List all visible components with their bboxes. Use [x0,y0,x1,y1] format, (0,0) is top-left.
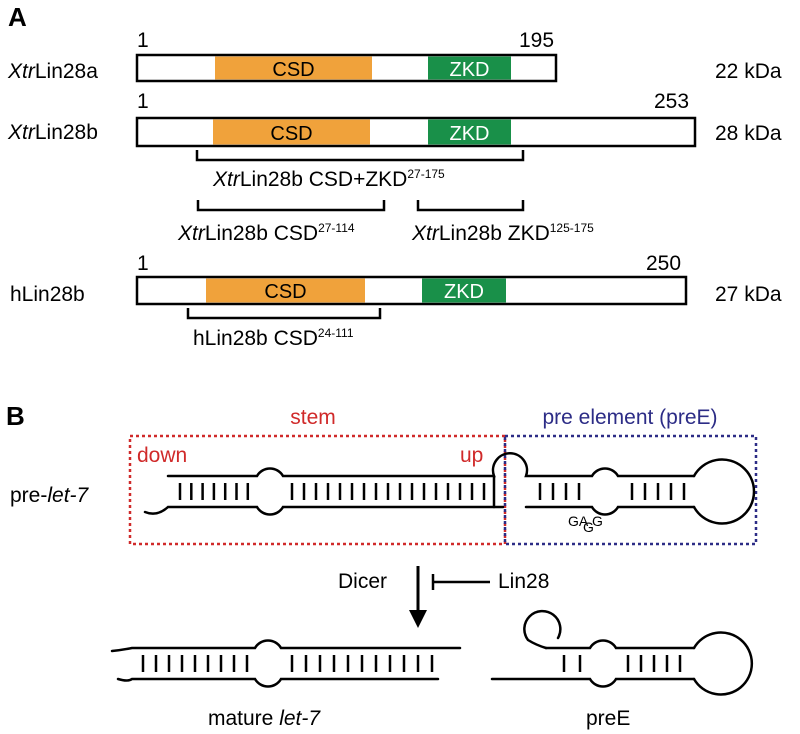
protein-name: hLin28b [10,283,85,306]
stem-box [128,434,507,546]
pre-let7-label: pre-let-7 [10,484,90,507]
csd-label: CSD [272,59,314,81]
mature-let7-duplex [110,639,462,688]
end-residue: 253 [654,90,689,113]
pree-fragment [490,609,754,696]
start-residue: 1 [137,252,149,275]
bracket-hcsd [186,308,382,320]
base-pairs [562,655,682,672]
protein-xtrlin28b: XtrLin28b 1 253 CSD ZKD 28 kDa [7,90,782,148]
end-residue: 250 [646,252,681,275]
zkd-label: ZKD [450,59,490,81]
bracket-csd-zkd [195,150,525,162]
panel-a-label: A [8,2,27,32]
protein-xtrlin28a: XtrLin28a 1 195 CSD ZKD 22 kDa [7,29,782,83]
csd-domain [215,56,372,80]
zkd-domain [422,278,506,303]
pree-box-label: pre element (preE) [542,406,717,429]
arrow-head [409,610,427,628]
stem-label: stem [290,406,336,429]
csd-domain [206,278,365,303]
protein-hlin28b: hLin28b 1 250 CSD ZKD 27 kDa [10,252,782,306]
csd-label: CSD [270,123,312,145]
start-residue: 1 [137,29,149,52]
motif-g: G [592,513,603,529]
construct-hcsd: hLin28b CSD24-111 [193,326,354,350]
pree-box [503,434,758,546]
zkd-label: ZKD [450,123,490,145]
protein-name: XtrLin28a [7,60,98,83]
pre-let7-hairpin [143,452,756,525]
mature-let7-label: mature let-7 [208,707,321,730]
lin28-label: Lin28 [498,570,549,593]
base-pairs [178,483,686,500]
molecular-mass: 27 kDa [715,283,782,306]
dicer-label: Dicer [338,570,387,593]
zkd-domain [428,56,511,80]
start-residue: 1 [137,90,149,113]
construct-csd-zkd: XtrLin28b CSD+ZKD27-175 [212,167,445,191]
construct-csd: XtrLin28b CSD27-114 [177,221,355,245]
protein-name: XtrLin28b [7,121,98,144]
up-label: up [460,444,483,467]
bracket-zkd [416,200,525,212]
bracket-csd [196,200,386,212]
base-pairs [141,655,434,672]
molecular-mass: 22 kDa [715,60,782,83]
motif-ga: GA [568,513,589,529]
zkd-domain [428,119,511,145]
motif-g-low: G [583,519,594,535]
panel-b-label: B [6,401,25,431]
construct-zkd: XtrLin28b ZKD125-175 [411,221,594,245]
csd-label: CSD [264,281,306,303]
end-residue: 195 [519,29,554,52]
zkd-label: ZKD [444,281,484,303]
pree-label: preE [586,707,630,730]
csd-domain [213,119,370,145]
molecular-mass: 28 kDa [715,122,782,145]
down-label: down [137,444,187,467]
